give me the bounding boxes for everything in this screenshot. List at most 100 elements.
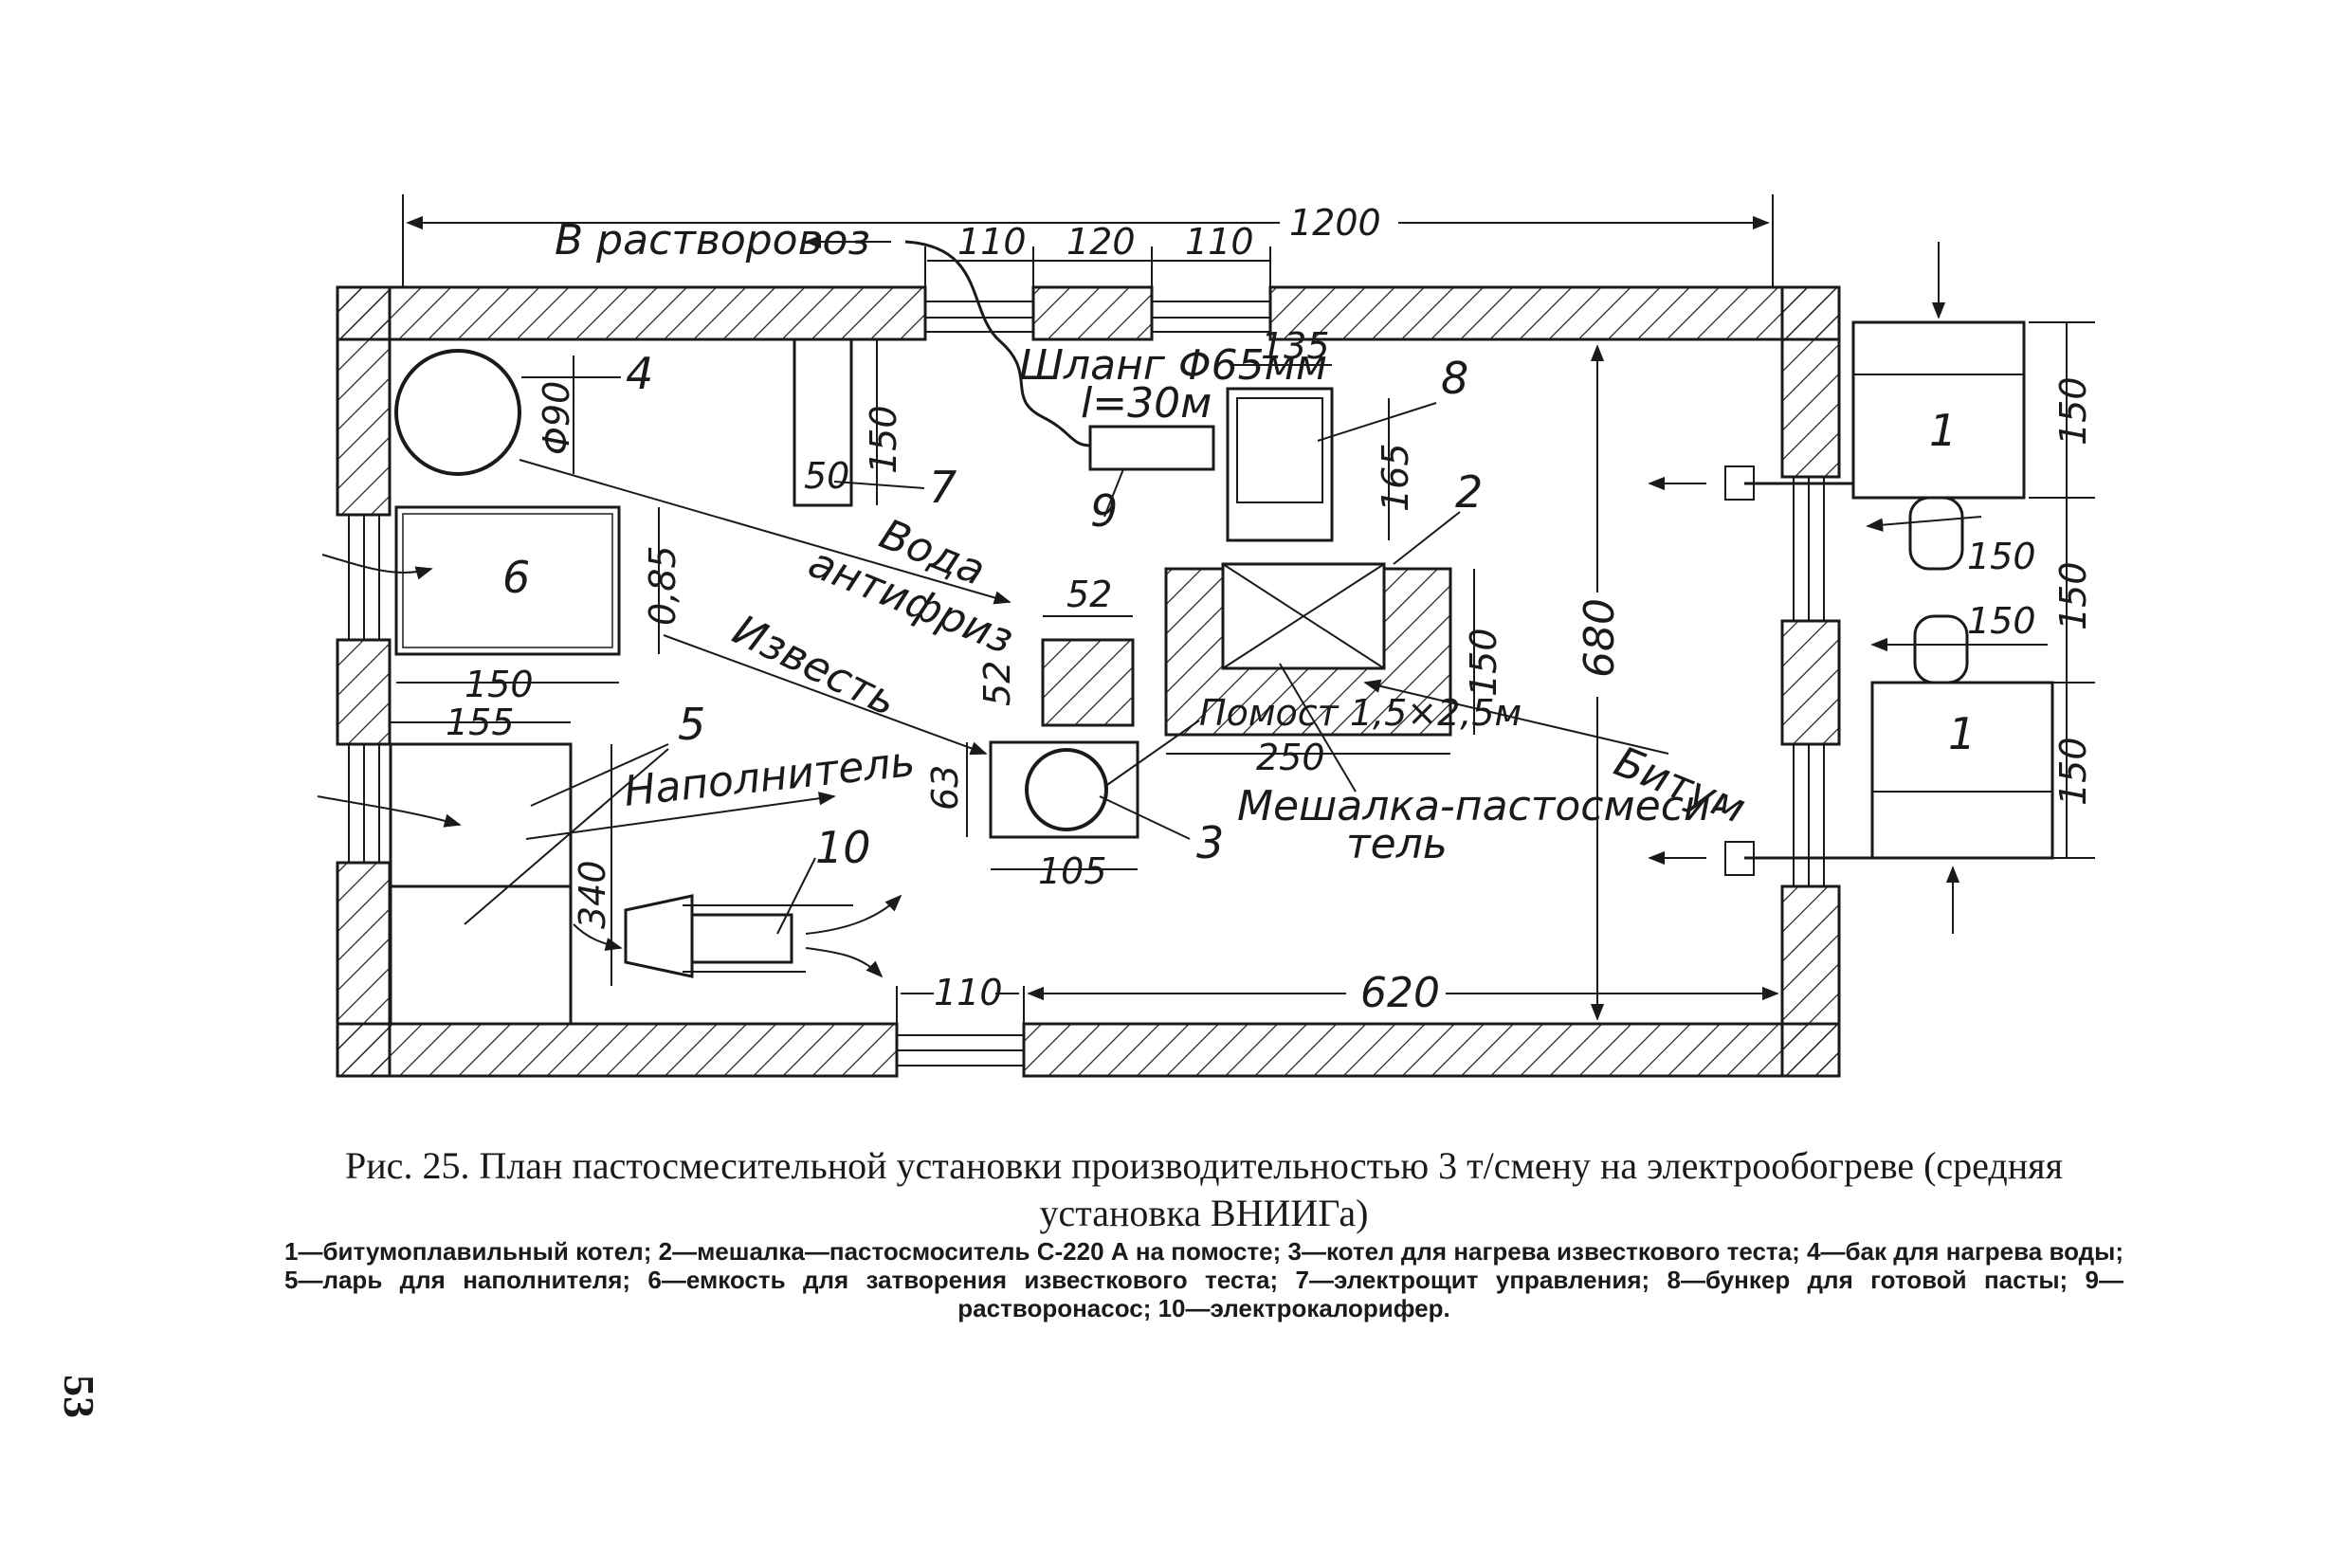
heater-10 xyxy=(690,913,793,964)
valve-bottom xyxy=(1724,841,1755,876)
num-7: 7 xyxy=(929,462,957,513)
wall-top-left xyxy=(336,285,927,341)
arrow-in-6 xyxy=(321,554,433,580)
dim-top-gap-2: 120 xyxy=(1066,221,1136,263)
num-10: 10 xyxy=(815,822,871,873)
arrow-heater-2 xyxy=(805,947,884,978)
num-3: 3 xyxy=(1196,817,1224,868)
dim-top-gap-1: 110 xyxy=(957,221,1027,263)
dim-right-pipe-2: 150 xyxy=(1967,600,2036,642)
num-2: 2 xyxy=(1455,466,1483,518)
container-6-inner xyxy=(402,513,613,648)
dim-container-width: 150 xyxy=(465,664,534,705)
dim-box-width: 155 xyxy=(446,702,515,743)
arrow-lime xyxy=(663,634,988,756)
mixer-cross-2 xyxy=(1222,563,1385,669)
dim-tank-diameter: Φ90 xyxy=(536,381,577,455)
water-tank-4 xyxy=(394,349,521,476)
dim-small-box-w: 52 xyxy=(1066,574,1112,615)
boiler-1-top-pipe xyxy=(1908,496,1964,571)
num-4: 4 xyxy=(626,348,653,399)
num-6: 6 xyxy=(502,552,530,603)
boiler-1-bottom-pipe xyxy=(1913,614,1969,684)
wall-bottom-right xyxy=(1022,1022,1841,1078)
label-mixer-1: Мешалка-пастосмеси- xyxy=(1237,782,1725,830)
openings xyxy=(348,301,1825,1067)
dim-bottom-length: 620 xyxy=(1360,969,1440,1017)
wall-top-right xyxy=(1268,285,1841,341)
label-lime: Известь xyxy=(725,606,904,726)
figure-caption-legend: 1—битумоплавильный котел; 2—мешалка—паст… xyxy=(284,1237,2123,1322)
dim-panel-height: 150 xyxy=(863,405,904,474)
wall-right-2 xyxy=(1780,619,1841,746)
num-8: 8 xyxy=(1441,353,1468,404)
dim-top-gap-3: 110 xyxy=(1185,221,1254,263)
pump-9 xyxy=(1088,425,1215,471)
page-number: 53 xyxy=(55,1375,103,1418)
small-box xyxy=(1041,638,1135,727)
arrow-bitumen xyxy=(1363,679,1669,755)
leader-mixer xyxy=(1279,663,1357,793)
leader-3 xyxy=(1099,795,1191,840)
num-5: 5 xyxy=(678,699,705,750)
dim-hopper-width: 135 xyxy=(1261,325,1330,367)
dim-container-height: 0,85 xyxy=(642,545,683,626)
dim-room-height-label: 680 xyxy=(1576,598,1624,678)
leader-8 xyxy=(1317,402,1437,442)
label-platform: Помост 1,5×2,5м xyxy=(1199,692,1522,734)
control-panel-7 xyxy=(793,337,853,507)
leader-2 xyxy=(1393,511,1461,565)
leader-10 xyxy=(776,857,816,935)
dim-right-3: 150 xyxy=(2052,737,2094,806)
wall-left-2 xyxy=(336,638,392,746)
heater-10-nozzle xyxy=(624,894,694,978)
dim-hopper-height: 165 xyxy=(1375,443,1416,512)
dim-mixer-height: 150 xyxy=(1463,628,1504,697)
walls xyxy=(336,285,1841,1078)
dim-platform-width: 250 xyxy=(1256,737,1325,778)
num-1-top: 1 xyxy=(1929,405,1957,456)
floor-plan-drawing: 1200 110 120 110 В растворовоз Шланг Φ65… xyxy=(317,194,2095,1078)
arrow-heater-in xyxy=(573,923,623,952)
wall-top-mid xyxy=(1031,285,1154,341)
dim-right-2: 150 xyxy=(2052,561,2094,630)
hopper-8 xyxy=(1226,387,1334,542)
dim-bottom-gap: 110 xyxy=(934,972,1003,1013)
container-6 xyxy=(394,505,621,656)
filler-bin-5b xyxy=(389,884,573,1026)
dim-right-pipe-1: 150 xyxy=(1967,536,2036,577)
num-1-bottom: 1 xyxy=(1948,708,1976,759)
label-to-truck: В растворовоз xyxy=(555,216,870,264)
dim-bottom xyxy=(896,986,1779,1024)
dim-panel-width: 50 xyxy=(804,455,849,497)
wall-left-1 xyxy=(336,285,392,517)
valve-top xyxy=(1724,465,1755,501)
leader-5a xyxy=(530,743,669,807)
wall-bottom-left xyxy=(336,1022,899,1078)
wall-right-1 xyxy=(1780,285,1841,479)
leader-5b xyxy=(464,748,669,925)
arrow-water xyxy=(519,459,1011,605)
dim-small-box-h: 52 xyxy=(976,661,1018,706)
dim-right-1: 150 xyxy=(2052,376,2094,446)
arrow-heater-1 xyxy=(805,894,902,935)
dim-boiler-width: 105 xyxy=(1038,850,1107,892)
hose-line xyxy=(904,240,1091,447)
arrow-top-boiler-pipe xyxy=(1866,516,1982,532)
label-hose-length: l=30м xyxy=(1081,379,1212,428)
hopper-8-inner xyxy=(1236,397,1323,503)
boiler-3-frame xyxy=(989,740,1139,839)
bitumen-boiler-1-bottom xyxy=(1870,681,2054,860)
dim-box-height: 340 xyxy=(572,860,613,929)
arrow-filler xyxy=(525,792,836,840)
wall-left-3 xyxy=(336,861,392,1078)
boiler-3 xyxy=(1025,748,1108,831)
wall-right-3 xyxy=(1780,884,1841,1078)
dim-total xyxy=(402,194,1774,287)
label-mixer-2: тель xyxy=(1346,820,1448,868)
dim-top-openings xyxy=(924,246,1271,287)
arrow-in-5 xyxy=(317,795,462,828)
dim-boiler-height: 63 xyxy=(924,765,966,811)
num-9: 9 xyxy=(1090,485,1118,537)
dim-right-chain xyxy=(2029,321,2095,859)
